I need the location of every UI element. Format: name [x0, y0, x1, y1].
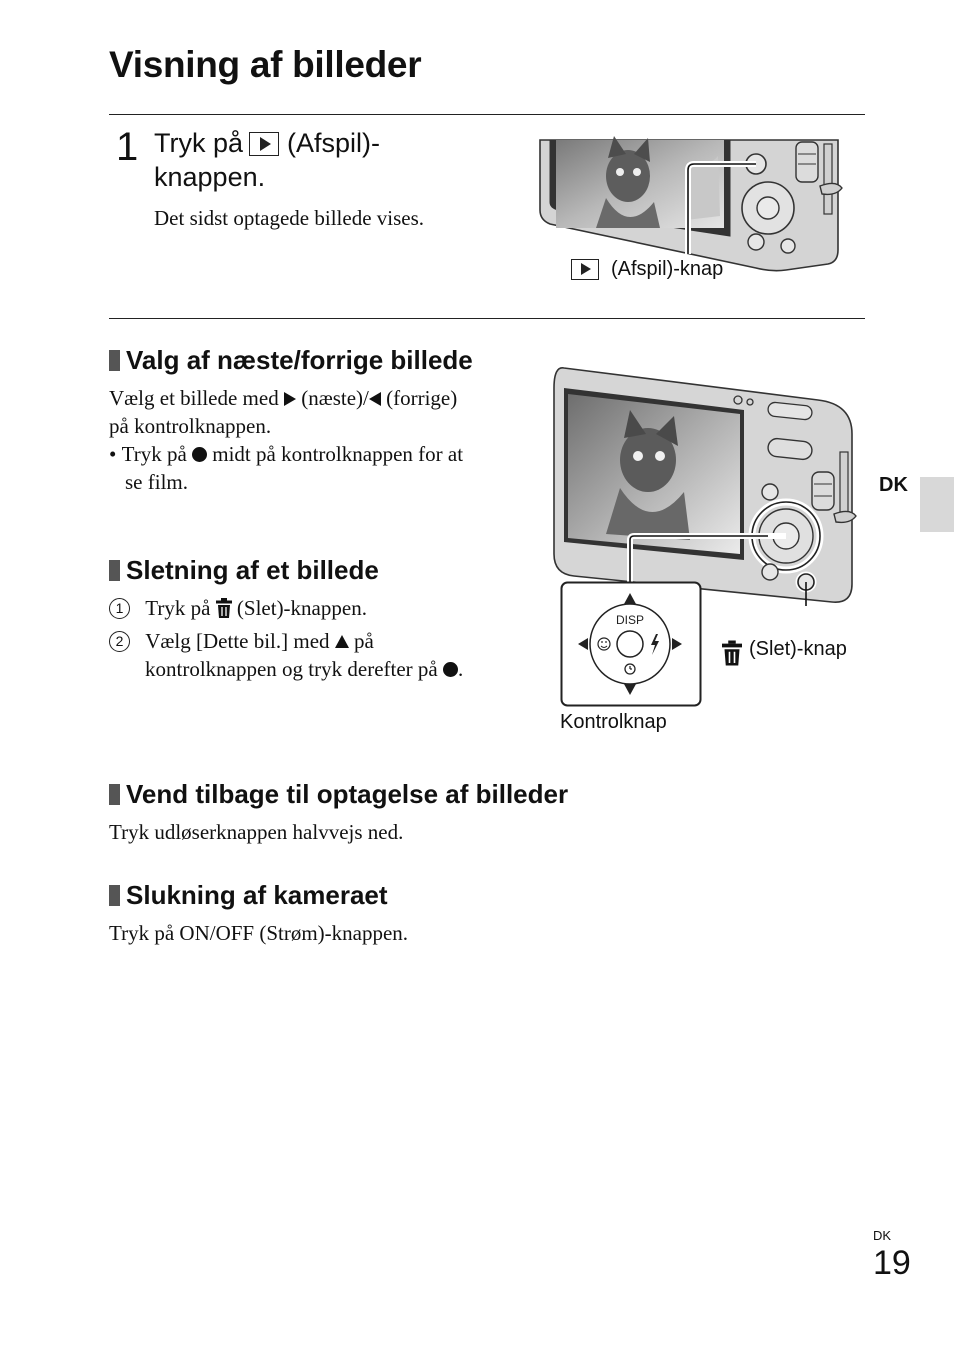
heading-marker — [109, 350, 120, 371]
delete-step1-a: Tryk på — [145, 596, 211, 620]
heading-next-prev: Valg af næste/forrige billede — [109, 345, 473, 376]
side-tab-label: DK — [879, 474, 908, 496]
play-icon — [249, 132, 280, 156]
bullet-text-a: Tryk på — [121, 442, 187, 466]
next-prev-line1-b: (næste)/ — [301, 386, 369, 410]
step-number: 1 — [116, 125, 139, 169]
control-button-diagram: DISP — [560, 581, 702, 707]
play-icon-small — [571, 259, 599, 280]
heading-delete-text: Sletning af et billede — [126, 555, 379, 585]
smile-icon — [597, 637, 611, 651]
center-dot-icon — [192, 447, 208, 462]
bullet-text-b: midt på kontrolknappen for at — [212, 442, 464, 466]
heading-delete: Sletning af et billede — [109, 555, 379, 586]
step-title-suffix: (Afspil)- — [287, 128, 381, 158]
control-left-arrow-icon — [578, 638, 588, 650]
control-right-arrow-icon — [672, 638, 682, 650]
next-prev-line1-a: Vælg et billede med — [109, 386, 279, 410]
heading-power-off: Slukning af kameraet — [109, 880, 388, 911]
return-text: Tryk udløserknappen halvvejs ned. — [109, 820, 404, 844]
camera-back-illustration — [539, 136, 843, 272]
step-description: Det sidst optagede billede vises. — [154, 206, 425, 230]
delete-step1: 1 Tryk på (Slet)-knappen. — [109, 594, 529, 622]
bullet-text-c: se film. — [125, 470, 188, 494]
heading-power-off-text: Slukning af kameraet — [126, 880, 388, 910]
page-number: 19 — [873, 1244, 911, 1282]
delete-button-callout: (Slet)-knap — [749, 638, 847, 660]
heading-next-prev-text: Valg af næste/forrige billede — [126, 345, 473, 375]
flash-icon — [651, 634, 659, 655]
control-down-arrow-icon — [624, 684, 636, 695]
heading-return: Vend tilbage til optagelse af billeder — [109, 779, 568, 810]
camera-full-illustration — [553, 367, 857, 606]
delete-step1-b: (Slet)-knappen. — [236, 596, 367, 620]
section-rule — [109, 318, 865, 319]
page-title: Visning af billeder — [109, 44, 422, 85]
delete-step2-b: på — [354, 629, 374, 653]
control-up-arrow-icon — [624, 593, 636, 604]
delete-step2-end: . — [457, 657, 464, 681]
trash-icon-callout — [722, 640, 742, 666]
arrow-up-icon — [334, 635, 349, 648]
play-button-callout: (Afspil)-knap — [611, 258, 724, 280]
side-tab — [920, 477, 954, 532]
delete-step2-a: Vælg [Dette bil.] med — [145, 629, 330, 653]
power-off-text: Tryk på ON/OFF (Strøm)-knappen. — [109, 921, 409, 945]
control-button-callout: Kontrolknap — [560, 711, 667, 733]
center-dot-icon — [442, 662, 458, 677]
disp-label: DISP — [616, 613, 644, 627]
step-circle-1: 1 — [109, 598, 130, 619]
step-title: Tryk på (Afspil)- knappen. — [154, 126, 380, 194]
arrow-right-icon — [283, 392, 296, 406]
step-title-prefix: Tryk på — [154, 128, 244, 158]
trash-icon — [215, 598, 232, 618]
next-prev-line1-c: (forrige) — [386, 386, 458, 410]
heading-marker — [109, 560, 120, 581]
delete-step2-c: kontrolknappen og tryk derefter på — [145, 657, 438, 681]
title-rule — [109, 114, 865, 115]
heading-return-text: Vend tilbage til optagelse af billeder — [126, 779, 569, 809]
step-title-line2: knappen. — [154, 162, 266, 192]
bullet-marker: • — [109, 442, 117, 466]
heading-marker — [109, 885, 120, 906]
arrow-left-icon — [368, 392, 381, 406]
heading-marker — [109, 784, 120, 805]
next-prev-text: Vælg et billede med (næste)/ (forrige) p… — [109, 384, 529, 496]
self-timer-icon — [624, 663, 636, 675]
next-prev-line2: på kontrolknappen. — [109, 414, 272, 438]
delete-step2: 2 Vælg [Dette bil.] med på kontrolknappe… — [109, 627, 529, 683]
step-circle-2: 2 — [109, 631, 130, 652]
footer-language: DK — [873, 1228, 892, 1243]
